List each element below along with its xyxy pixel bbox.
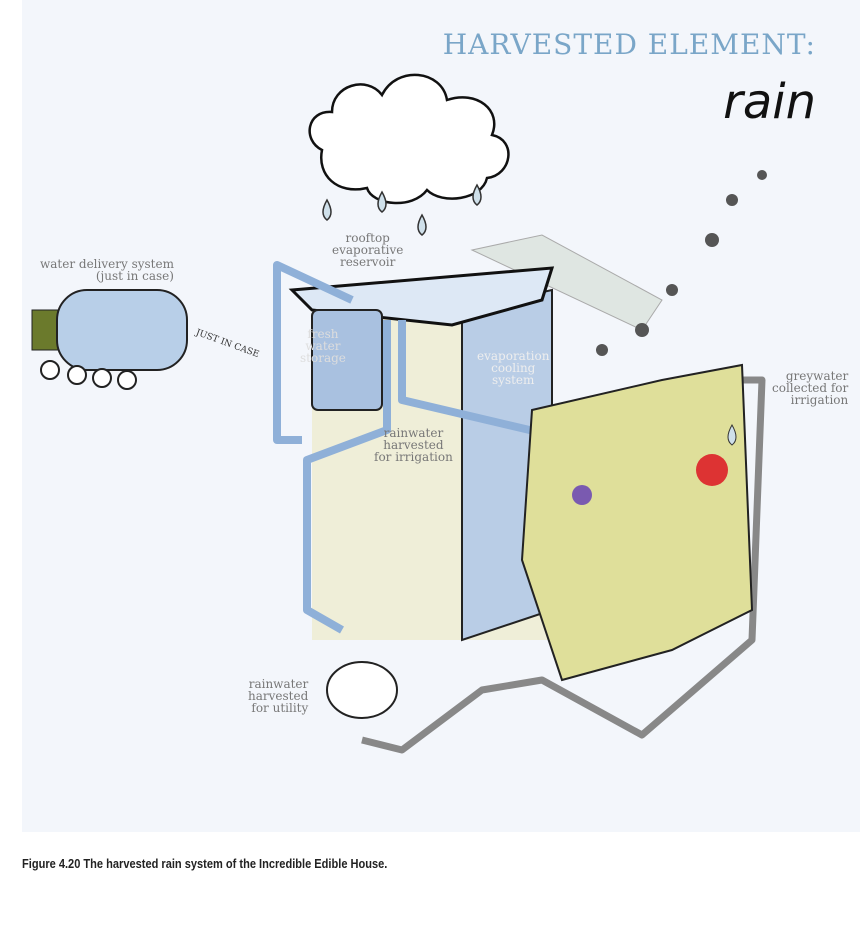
rain-system-illustration: HARVESTED ELEMENT: rain water delivery s… [22,0,860,832]
water-tank-truck [56,289,188,371]
flower-icon [572,485,592,505]
illustration-art [31,73,767,754]
figure-caption: Figure 4.20 The harvested rain system of… [22,856,388,871]
cloud-icon [308,73,510,205]
flower-icon [696,454,728,486]
figure-title: HARVESTED ELEMENT: [442,28,816,61]
figure-subtitle: rain [723,74,816,130]
sink-icon [326,661,398,719]
raindrops [322,183,482,236]
label-water-delivery: water delivery system(just in case) [40,257,174,283]
